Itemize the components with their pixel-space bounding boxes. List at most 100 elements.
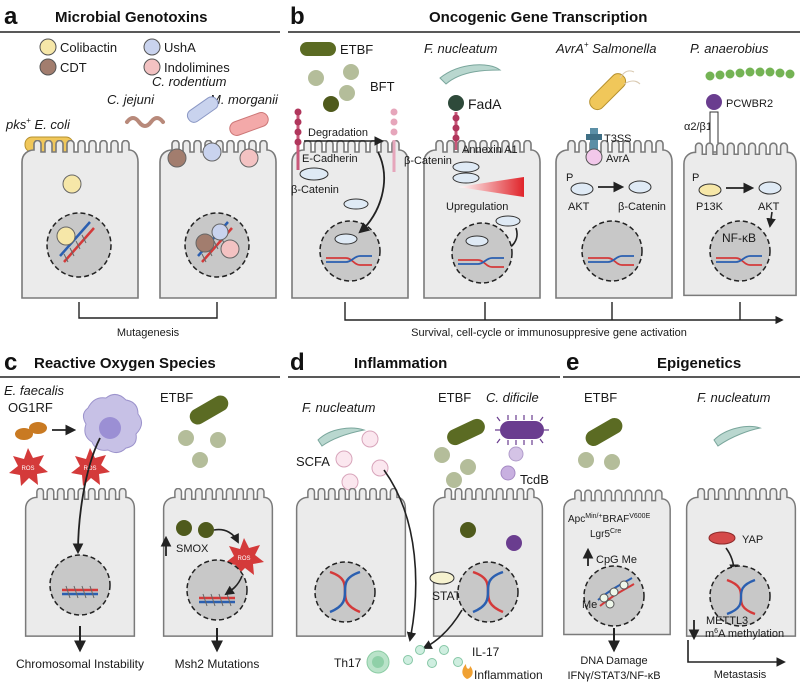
th17-nucleus [372,656,384,668]
nucleus-b2 [451,222,513,284]
phospho-label: P [566,172,573,184]
chromosomal-instability-label: Chromosomal Instability [16,657,144,671]
t3ss-label: T3SS [604,133,632,145]
lgr5-label: Lgr5Cre [590,528,621,540]
translocation-arrow-4 [766,211,776,228]
t3ss-base [586,134,602,140]
yap-label: YAP [742,534,763,546]
indolimines-particle [239,148,259,168]
mouse-model-label: ApcMin/+BRAFV600E [568,513,651,525]
akt-label-2: AKT [758,201,780,213]
ros-burst-icon: ROS [71,448,110,486]
f-nucleatum-label-e: F. nucleatum [697,390,771,405]
smox-arrow [213,528,239,544]
panel-letter-c: c [4,349,17,376]
indolimines-in-nucleus [220,239,240,259]
organism-m-morganii: M. morganii [210,92,279,107]
panel-letter-a: a [4,3,18,30]
nucleus-b3 [581,220,643,282]
il17-molecule [453,657,463,667]
avra-effector [585,148,603,166]
e-cadherin-label: E-Cadherin [302,153,358,165]
tcdb-label: TcdB [520,472,549,487]
mutagenesis-bracket [78,302,218,319]
methylated-dna-icon [597,577,635,609]
panel-c-title: Reactive Oxygen Species [34,355,216,372]
beta-catenin-label-3: β-Catenin [618,201,666,213]
bft-toxin [308,70,324,86]
mutagenesis-label: Mutagenesis [117,327,180,339]
gene-transcription-icon [458,257,504,268]
etbf-label: ETBF [340,42,373,57]
gene-transcription-icon [326,255,372,266]
mettl3-label: METTL3 [706,615,748,627]
avra-label: AvrA [606,153,630,165]
beta-catenin-nuclear-2 [465,235,489,247]
annexin-label: Annexin A1 [462,144,518,156]
ifng-pathway-label: IFNγ/STAT3/NF-κB [567,670,660,682]
il17-molecule [403,655,413,665]
fada-adhesin [448,95,464,111]
bft-toxin [604,454,620,470]
f-nucleatum-bacterium-e [713,426,762,447]
bft-toxin [578,452,594,468]
phospho-label-2: P [692,172,699,184]
panel-c: c Reactive Oxygen Species E. faecalis OG… [0,349,280,671]
panel-e-title: Epigenetics [657,355,741,372]
f-nucleatum-label-d: F. nucleatum [302,400,376,415]
p-anaerobius-chain [705,67,795,81]
akt-protein-2 [758,181,782,195]
e-cadherin-chain [452,112,460,150]
bft-toxin [446,472,462,488]
e-faecalis-bacterium [15,422,47,440]
c-dificile-label: C. dificile [486,390,539,405]
akt-label: AKT [568,201,590,213]
panel-letter-e: e [566,349,579,376]
dna-helix-icon [726,578,756,616]
flagella [619,70,641,85]
indolimines-swatch [143,58,161,76]
bft-toxin [192,452,208,468]
salmonella-label: AvrA+ Salmonella [555,40,657,56]
colibactin-swatch [39,38,57,56]
legend-indolimines: Indolimines [164,60,230,75]
il17-molecule [439,645,449,655]
dna-helix-icon [329,570,361,614]
integrin-label: α2/β1 [684,121,712,133]
e-faecalis-label: E. faecalis [4,383,64,398]
genotoxin-legend: Colibactin UshA CDT Indolimines [39,38,230,76]
p-anaerobius-label: P. anaerobius [690,41,769,56]
bft-internalized-d [460,522,476,538]
integrin-receptor [709,111,719,153]
scfa-molecule [335,450,353,468]
c-rodentium-bacterium [186,96,219,123]
m-morganii-bacterium [229,112,269,136]
beta-catenin-label: β-Catenin [291,184,339,196]
bft-toxin [339,85,355,101]
ros-arrow [72,437,101,555]
bft-bound [323,96,339,112]
svg-text:ROS: ROS [237,556,250,562]
translocation-arrow [358,151,385,234]
legend-colibactin: Colibactin [60,40,117,55]
beta-catenin-b3 [628,180,652,194]
c-dificile-bacterium [495,415,549,445]
svg-text:ROS: ROS [83,466,96,472]
pi3k-protein [698,183,722,197]
panel-d: d Inflammation F. nucleatum ETBF C. difi… [288,349,560,682]
nucleus-b1 [319,220,381,282]
bft-toxin [210,432,226,448]
panel-d-title: Inflammation [354,355,447,372]
me-label: Me [582,599,597,611]
etbf-label-d: ETBF [438,390,471,405]
usha-in-nucleus [211,223,229,241]
beta-catenin-free-2 [495,215,521,227]
panel-a-title: Microbial Genotoxins [55,9,208,26]
ros-burst-icon: ROS [9,448,48,486]
f-nucleatum-label: F. nucleatum [424,41,498,56]
panel-letter-b: b [290,3,305,30]
cdt-in-nucleus [195,233,215,253]
msh2-mutations-label: Msh2 Mutations [175,657,260,671]
og1rf-label: OG1RF [8,400,53,415]
stat3-protein [429,571,455,585]
